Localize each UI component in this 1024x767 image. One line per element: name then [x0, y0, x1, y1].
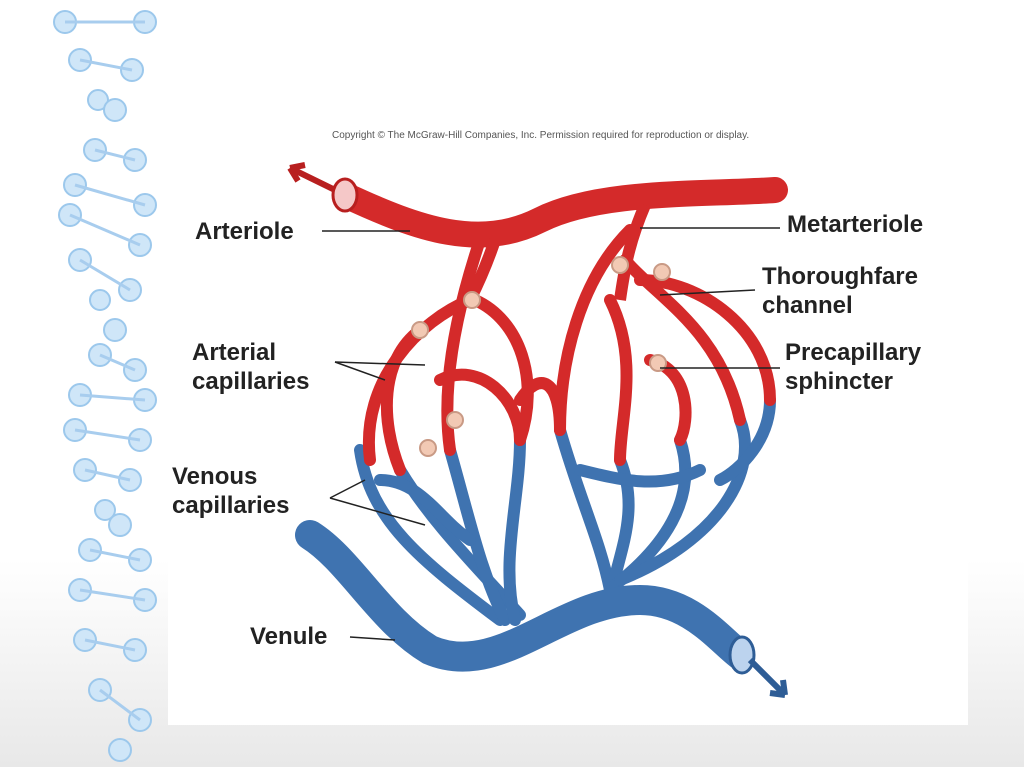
arteriole-vessel: [332, 177, 788, 248]
venule-vessel: [295, 520, 755, 672]
leader-lines: [322, 227, 780, 641]
label-arteriole: Arteriole: [195, 218, 294, 245]
metarteriole-vessel: [614, 202, 651, 301]
label-thoroughfare-channel: Thoroughfare channel: [762, 263, 918, 319]
venule-lumen: [728, 635, 756, 675]
arteriole-arrow: [287, 162, 337, 193]
label-venule: Venule: [250, 623, 328, 650]
label-precapillary-sphincter: Precapillary sphincter: [785, 339, 922, 395]
arteriole-lumen: [331, 177, 359, 213]
label-metarteriole: Metarteriole: [787, 211, 924, 238]
venous-capillaries: [354, 394, 776, 626]
dna-helix-decoration: [53, 10, 157, 762]
arterial-capillaries: [362, 224, 776, 476]
copyright-notice: Copyright © The McGraw-Hill Companies, I…: [332, 130, 750, 141]
label-arterial-capillaries: Arterial capillaries: [192, 339, 310, 395]
venule-arrow: [747, 657, 788, 698]
precapillary-sphincters: [411, 256, 671, 457]
label-venous-capillaries: Venous capillaries: [172, 463, 290, 519]
